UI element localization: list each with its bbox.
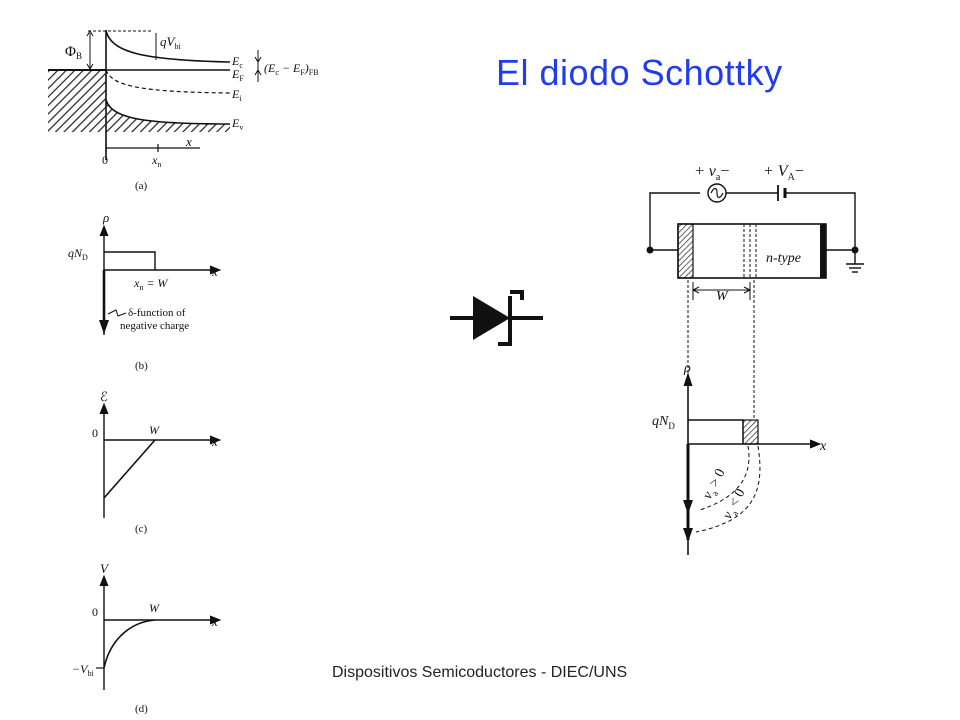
x-label-d: x: [211, 614, 218, 629]
w-label-d: W: [149, 601, 160, 615]
ec-curve: [105, 30, 231, 63]
charge-density-panel-b: ρ qND x xn = W δ-function of negative ch…: [68, 210, 222, 372]
schottky-diode-symbol: [450, 290, 543, 346]
delta-label-line2: negative charge: [120, 320, 189, 332]
caption-a: (a): [135, 180, 148, 192]
ei-label: Ei: [231, 87, 242, 103]
charge-plot-right: ρ qND x va > 0 va < 0: [652, 361, 827, 555]
va-label: + va−: [694, 163, 729, 183]
qnd-label-b: qND: [68, 246, 88, 262]
va-neg-curve: [695, 445, 761, 533]
v-label-d: V: [100, 561, 110, 576]
vA-label: + VA−: [763, 163, 804, 183]
schottky-circuit: + va− + VA− n-type W: [646, 163, 864, 418]
xn-label-a: xn: [151, 153, 161, 169]
qnd-label-right: qND: [652, 414, 675, 431]
w-label-circuit: W: [716, 289, 729, 304]
charge-block-b: [104, 251, 156, 270]
ei-curve: [105, 69, 231, 94]
rho-label-right: ρ: [683, 361, 691, 376]
ec-label: Ec: [231, 54, 243, 70]
xn-eq-w-label: xn = W: [133, 276, 168, 292]
ec-ef-label: (Ec − EF)FB: [264, 61, 319, 77]
efield-label-c: ℰ: [100, 389, 108, 404]
ntype-label: n-type: [766, 251, 801, 266]
x-label-b: x: [211, 264, 218, 279]
ground-icon: [846, 263, 864, 273]
band-diagram-panel-a: ΦB qVbi Ec EF Ei Ev (Ec − EF)FB x 0 xn (…: [48, 30, 319, 192]
qvbi-label: qVbi: [160, 34, 181, 51]
x-label-right: x: [819, 439, 827, 454]
metal-contact: [677, 223, 694, 279]
slide-footer: Dispositivos Semicoductores - DIEC/UNS: [332, 664, 628, 681]
x-label-a: x: [185, 134, 192, 149]
semiconductor-bar: [677, 223, 827, 279]
caption-b: (b): [135, 360, 148, 372]
phi-b-label: ΦB: [65, 44, 82, 61]
caption-c: (c): [135, 523, 148, 535]
w-label-c: W: [149, 423, 160, 437]
field-line-c: [103, 439, 156, 499]
va-pos-curve: [699, 445, 750, 511]
va-neg-label: va < 0: [720, 486, 750, 522]
zero-label-a: 0: [102, 153, 108, 167]
rho-label-b: ρ: [102, 210, 109, 225]
caption-d: (d): [135, 703, 148, 715]
ev-curve: [105, 99, 231, 125]
delta-label-line1: δ-function of: [128, 307, 186, 319]
slide-title: El diodo Schottky: [496, 52, 783, 93]
neg-vbi-label-d: −Vbi: [72, 662, 94, 678]
zero-label-c: 0: [92, 426, 98, 440]
potential-curve-d: [103, 619, 156, 669]
potential-panel-d: V 0 W x −Vbi (d): [72, 561, 222, 715]
ev-label: Ev: [231, 116, 243, 132]
zero-label-d: 0: [92, 605, 98, 619]
charge-block-right: [742, 419, 759, 445]
ef-label: EF: [231, 67, 244, 83]
diode-triangle: [473, 296, 510, 340]
metal-region: [48, 70, 106, 132]
x-label-c: x: [211, 434, 218, 449]
electric-field-panel-c: ℰ 0 W x (c): [92, 389, 222, 535]
